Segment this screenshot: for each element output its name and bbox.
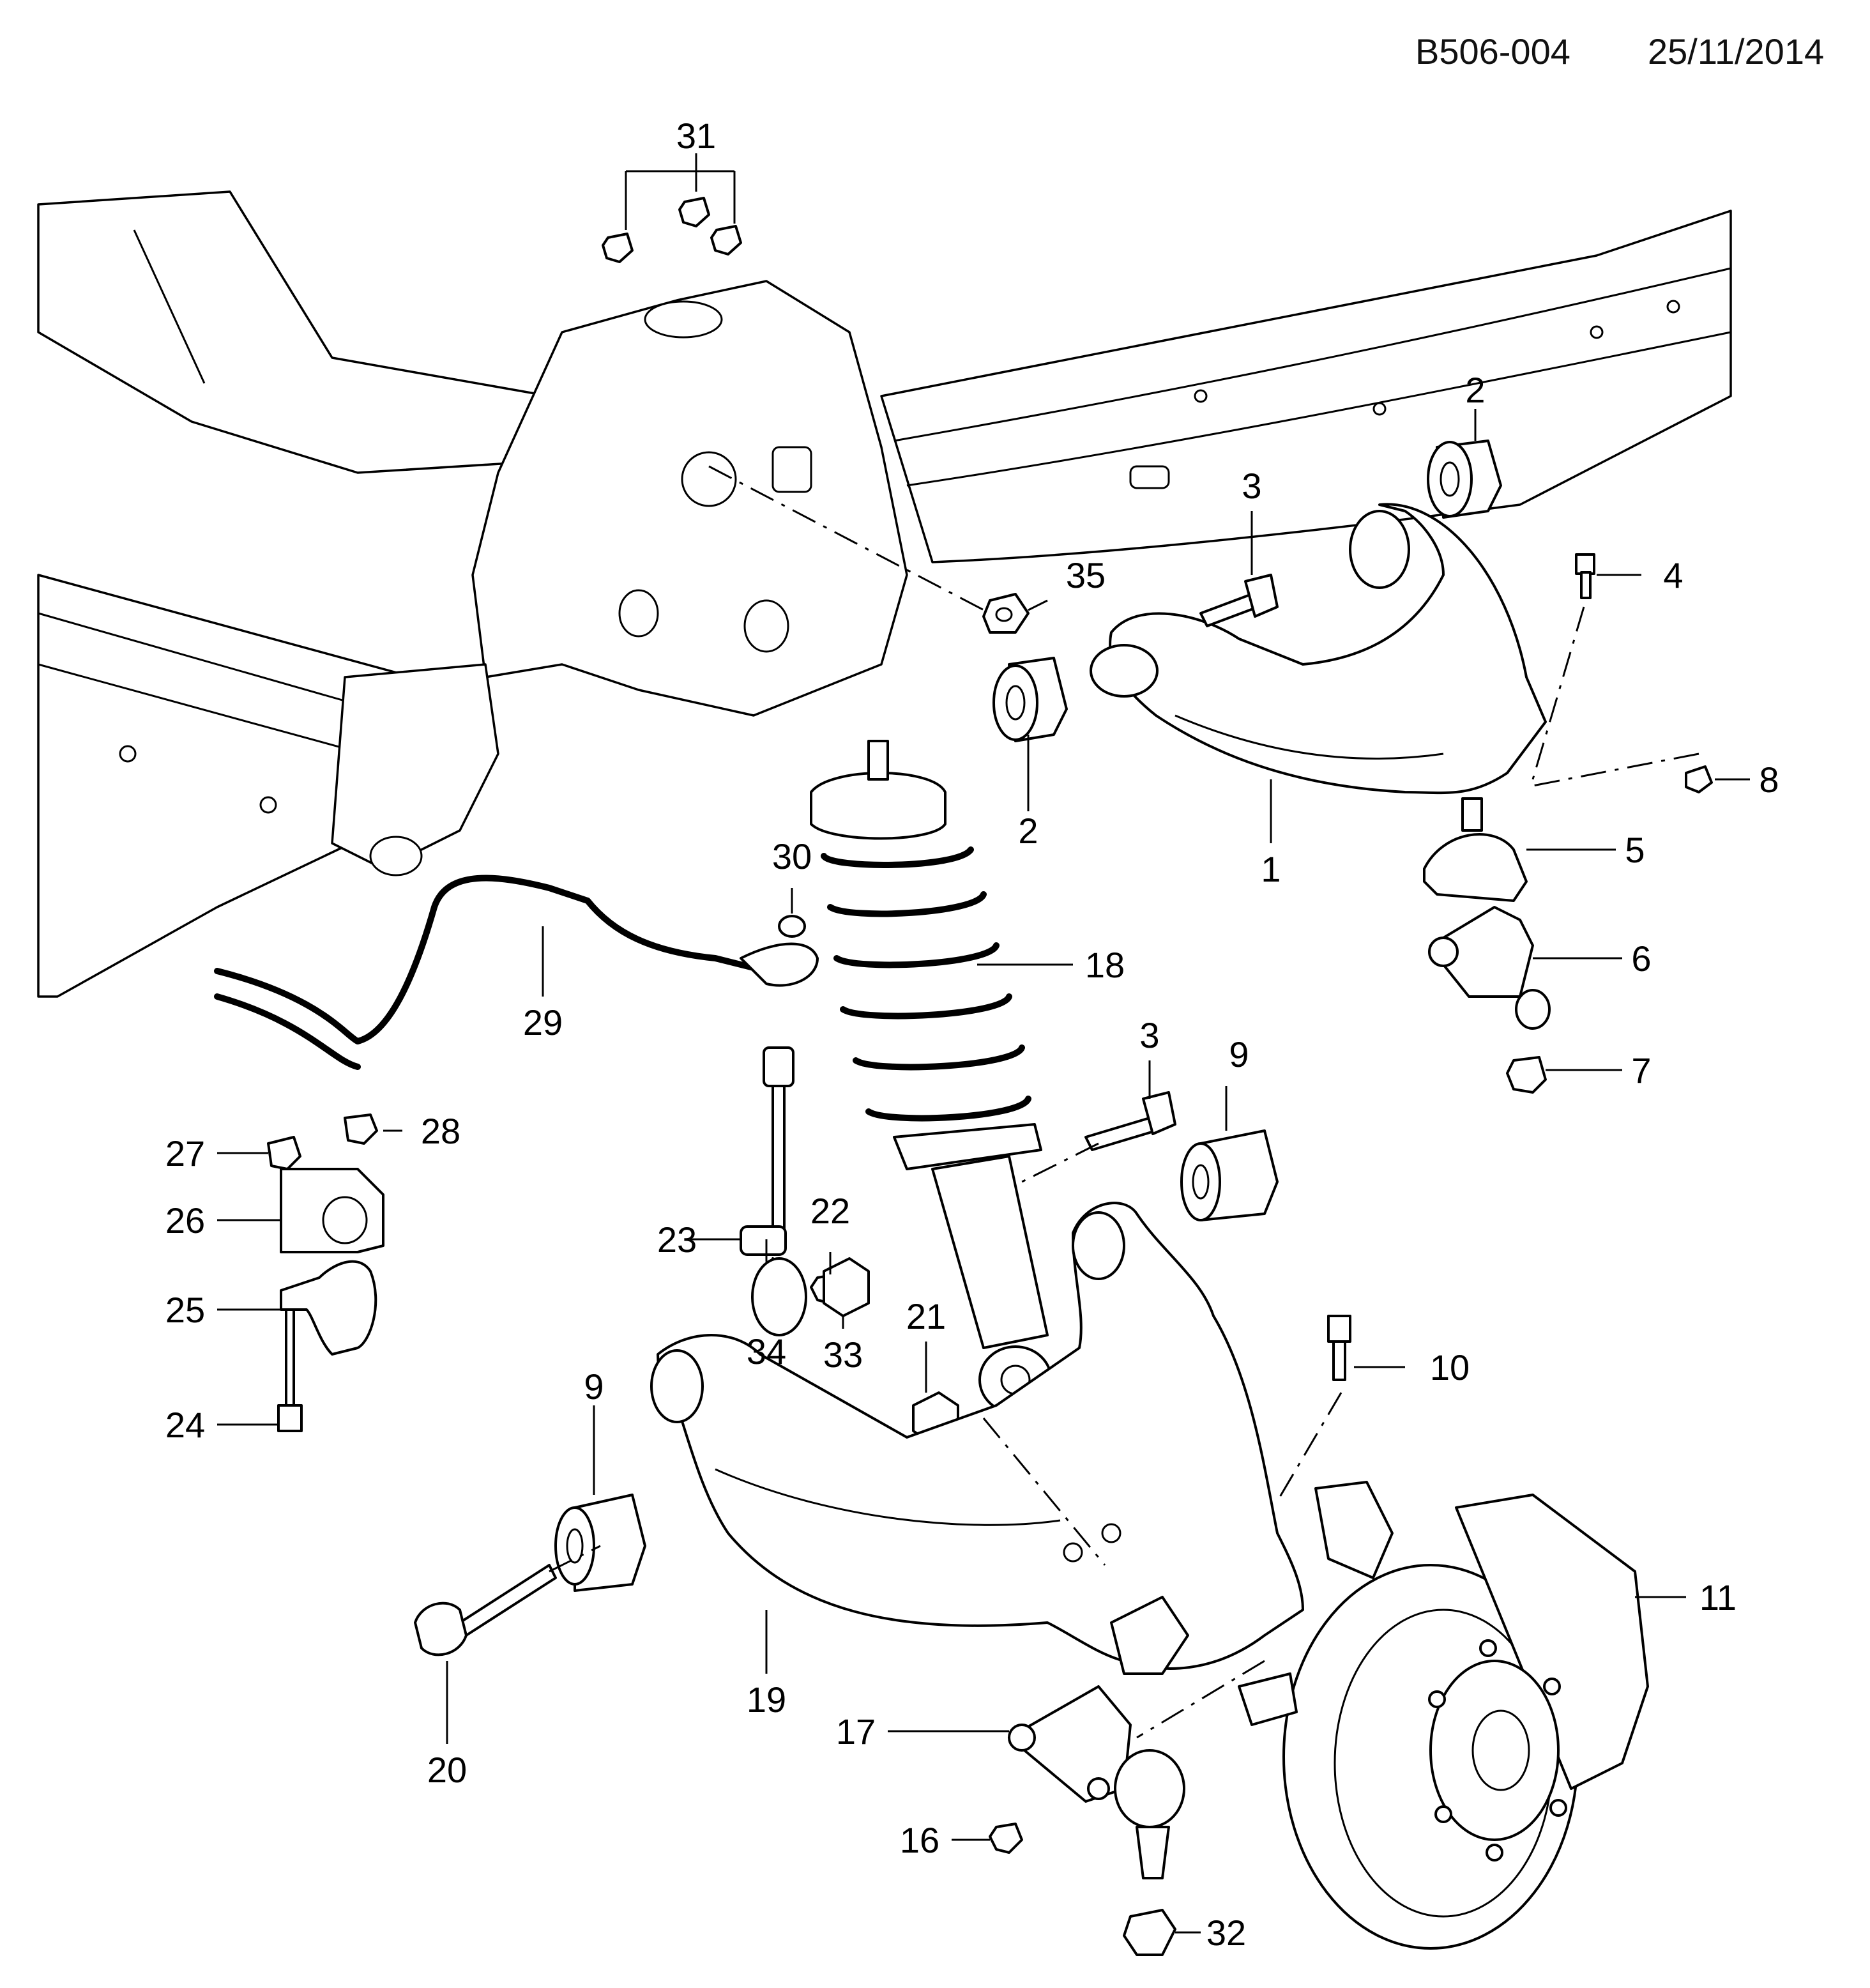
callout-28: 28 [421,1111,460,1151]
callout-35: 35 [1066,555,1106,595]
callout-3-lower: 3 [1139,1015,1159,1055]
callout-29: 29 [523,1002,563,1043]
nut-35 [982,593,1030,634]
callout-17: 17 [836,1711,876,1752]
ball-joint-6 [1428,906,1551,1030]
stabilizer-clamp [280,1260,377,1356]
washer-34 [751,1257,807,1336]
bushing-upper-front [992,657,1068,742]
nuts-31 [602,197,742,263]
callout-9-right: 9 [1229,1034,1249,1074]
callout-3-top: 3 [1242,466,1261,506]
bolt-10 [1327,1315,1351,1381]
stabilizer-link [740,1046,800,1285]
callout-16: 16 [900,1820,939,1860]
callout-32: 32 [1206,1913,1246,1953]
bolt-upper-arm [1199,574,1279,627]
leader-lines [217,153,1750,1934]
callout-20: 20 [427,1750,467,1790]
callout-6: 6 [1631,938,1651,979]
bolt-20 [414,1564,557,1656]
callout-21: 21 [906,1296,946,1336]
upper-control-arm [1090,503,1547,795]
nut-16 [989,1823,1023,1854]
nut-32 [1123,1909,1176,1956]
callout-5: 5 [1625,830,1645,870]
nut-28 [344,1113,378,1145]
ball-joint-boot-5 [1423,797,1528,902]
callout-4: 4 [1663,555,1683,595]
callout-1: 1 [1261,849,1281,889]
stabilizer-bar [214,875,819,1070]
bushing-upper-rear [1427,440,1502,519]
lower-ball-joint [1008,1685,1185,1879]
callout-31: 31 [676,116,716,156]
callout-34: 34 [747,1331,786,1372]
callout-2-top: 2 [1465,370,1485,410]
drawing-date: 25/11/2014 [1648,31,1825,72]
nut-7 [1506,1056,1547,1094]
callout-11: 11 [1699,1577,1737,1617]
nut-27 [267,1136,301,1170]
nut-33 [823,1257,870,1317]
callout-9-left: 9 [584,1366,604,1407]
callout-8: 8 [1759,760,1779,800]
callout-33: 33 [823,1334,863,1375]
callout-24: 24 [165,1405,205,1445]
callout-18: 18 [1085,945,1125,985]
nut-8 [1685,765,1713,793]
callout-23: 23 [657,1220,697,1260]
drawing-code: B506-004 [1415,31,1570,72]
callout-2-left: 2 [1018,811,1038,851]
callout-22: 22 [810,1191,850,1231]
callout-26: 26 [165,1200,205,1241]
callout-10: 10 [1430,1347,1470,1388]
callout-7: 7 [1631,1050,1651,1090]
callout-30: 30 [772,836,812,876]
bushing-lower-front [554,1494,646,1592]
lower-control-arm [650,1202,1304,1675]
stabilizer-bushing [280,1168,384,1253]
callout-19: 19 [747,1679,786,1720]
callout-25: 25 [165,1290,205,1330]
bolt-lower-arm [1084,1091,1176,1151]
washer-30 [778,915,806,938]
bushing-lower-rear [1180,1129,1279,1221]
steering-knuckle-hub [1238,1481,1649,1950]
bolt-small-4 [1575,553,1595,599]
callout-labels: 31 2 3 4 35 8 2 1 5 30 6 18 29 3 9 7 28 … [165,116,1779,1953]
callout-27: 27 [165,1133,205,1174]
chassis-frame [37,190,1732,998]
bolt-24 [277,1308,303,1432]
